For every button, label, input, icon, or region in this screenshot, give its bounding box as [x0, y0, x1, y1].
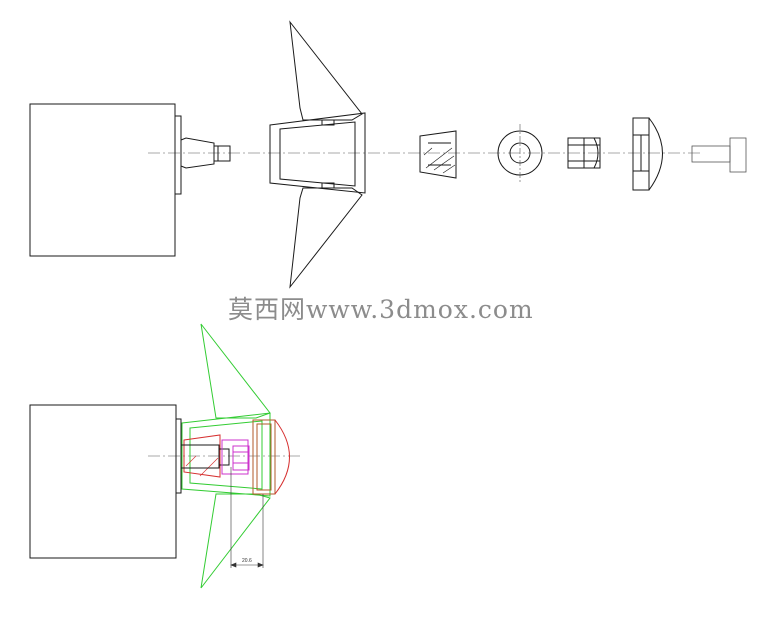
- assembled-cap: [252, 419, 290, 495]
- motor-flange: [174, 115, 182, 195]
- assembled-cone: [183, 434, 221, 478]
- blade-part: [269, 20, 366, 289]
- dome-cap-part: [632, 117, 663, 191]
- hex-nut-part: [567, 137, 601, 169]
- motor-body: [29, 103, 176, 257]
- washer-part: [497, 124, 543, 182]
- exploded-view: [29, 20, 747, 289]
- assembled-nut: [221, 439, 250, 475]
- taper-cone: [419, 130, 457, 179]
- motor-shaft: [180, 137, 231, 169]
- dimension-label: 20.6: [242, 558, 252, 564]
- watermark-text: 莫西网www.3dmox.com: [228, 295, 534, 324]
- assembled-view: 20.6: [29, 323, 300, 589]
- assembled-shaft: [180, 444, 230, 469]
- screw-part: [691, 137, 747, 173]
- assembled-motor-body: [29, 404, 177, 559]
- dimension-annotation: [230, 467, 264, 568]
